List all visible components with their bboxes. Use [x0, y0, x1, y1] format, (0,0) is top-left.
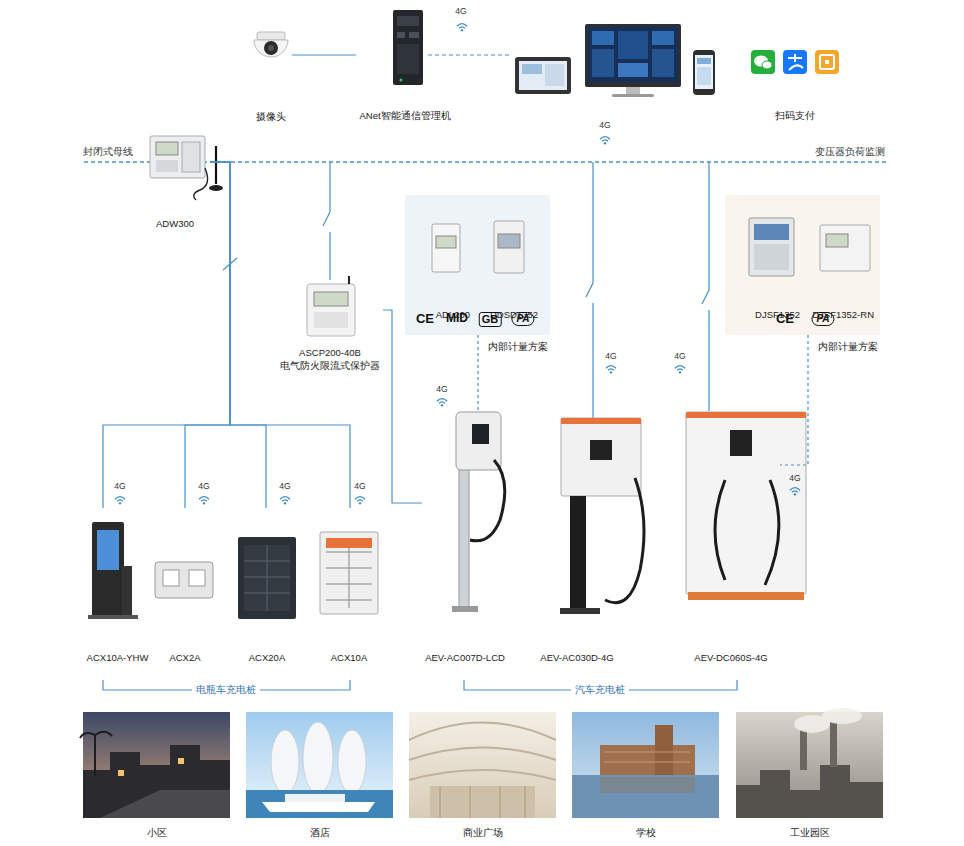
node-label: 商业广场 — [409, 826, 556, 839]
phone-icon — [693, 50, 715, 95]
signal-label: 4G — [436, 384, 447, 395]
node-label: AEV-DC060S-4G — [694, 651, 767, 664]
node-label: 电气防火限流式保护器 — [280, 359, 380, 372]
scene-node: 小区 — [83, 712, 230, 818]
network-line — [428, 54, 512, 55]
gateway-icon — [393, 10, 423, 85]
connector — [292, 54, 356, 55]
scene-photo — [246, 712, 393, 818]
node-label: 摄像头 — [256, 110, 286, 123]
annotation-label: PA — [511, 312, 534, 326]
annotation-label: 封闭式母线 — [83, 146, 133, 158]
panel-ground — [405, 195, 550, 335]
monitor-icon — [585, 24, 681, 97]
scene-node: 学校 — [572, 712, 719, 818]
device-node: 摄像头 — [250, 28, 292, 123]
signal-label: 4G — [354, 481, 365, 492]
node-label: ACX20A — [249, 651, 285, 664]
device-node: DDSD1352 — [478, 215, 540, 303]
signal-label: 4G — [198, 481, 209, 492]
device-node: ADL200 — [422, 215, 472, 303]
node-label: ASCP200-40B — [299, 346, 361, 359]
node-label: ACX10A-YHW — [87, 651, 149, 664]
scene-photo — [572, 712, 719, 818]
signal-label: 4G — [605, 351, 616, 362]
node-label: 扫码支付 — [775, 109, 815, 122]
charger-node: ACX20A — [236, 508, 298, 664]
connector — [210, 162, 350, 508]
annotation-label: GB — [479, 312, 502, 327]
scene-photo — [736, 708, 883, 818]
node-label: ANet智能通信管理机 — [359, 109, 450, 122]
connector — [780, 335, 808, 465]
annotation-label: 变压器负荷监测 — [815, 146, 885, 158]
node-label: 酒店 — [246, 826, 393, 839]
signal-label: 4G — [114, 481, 125, 492]
device-node: ASCP200-40B电气防火限流式保护器 — [277, 280, 383, 372]
signal-label: 4G — [674, 351, 685, 362]
meter-icon — [150, 136, 223, 200]
wifi-icon — [457, 24, 467, 32]
scene-photo — [80, 712, 230, 818]
node-label: AEV-AC007D-LCD — [425, 651, 505, 664]
scene-node: 商业广场 — [409, 712, 556, 818]
annotation-label: MID — [446, 311, 468, 326]
scene-photo — [409, 712, 556, 818]
charger-icon — [452, 412, 806, 614]
charger-node: ACX10A — [318, 508, 380, 664]
node-label: 学校 — [572, 826, 719, 839]
annotation-label: PA — [811, 312, 834, 326]
charger-node: ACX2A — [155, 508, 215, 664]
scene-node: 工业园区 — [736, 712, 883, 818]
device-node: ANet智能通信管理机 — [356, 8, 454, 122]
charger-node: AEV-DC060S-4G — [682, 410, 780, 664]
scene-node: 酒店 — [246, 712, 393, 818]
panel-ground — [725, 195, 880, 335]
annotation-label: CE — [776, 311, 794, 326]
meter-icon — [432, 218, 870, 276]
wifi-icons — [115, 366, 800, 505]
annotation-label: CE — [416, 311, 434, 326]
device-node: DJSF1352 — [740, 212, 802, 303]
tablet-icon — [515, 57, 571, 94]
camera-icon — [254, 32, 288, 57]
node-label: 小区 — [83, 826, 230, 839]
protector-icon — [307, 276, 355, 336]
node-label: AEV-AC030D-4G — [540, 651, 613, 664]
signal-label: 4G — [455, 6, 466, 17]
charger-node: ACX10A-YHW — [80, 508, 155, 664]
device-node: ADW300 — [140, 130, 210, 230]
node-label: 内部计量方案 — [818, 340, 878, 353]
payment-icons — [751, 50, 839, 74]
metering-panel: 内部计量方案DJSF1352DJSF1352-RN — [725, 195, 880, 335]
signal-label: 4G — [279, 481, 290, 492]
group-label: 汽车充电桩 — [571, 684, 629, 696]
device-node: DJSF1352-RN — [808, 212, 876, 303]
node-label: 工业园区 — [736, 826, 883, 839]
connector — [185, 162, 230, 508]
node-label: ACX10A — [331, 651, 367, 664]
charger-node: AEV-AC030D-4G — [537, 412, 617, 664]
group-label: 电瓶车充电桩 — [192, 684, 260, 696]
charger-node: AEV-AC007D-LCD — [422, 410, 508, 664]
charger-icon — [88, 522, 378, 619]
signal-label: 4G — [599, 120, 610, 131]
wifi-icon — [600, 137, 610, 145]
node-label: ACX2A — [169, 651, 200, 664]
feeder-lines — [223, 162, 709, 418]
signal-label: 4G — [789, 473, 800, 484]
node-label: ADW300 — [156, 217, 194, 230]
node-label: 内部计量方案 — [488, 340, 548, 353]
connector — [477, 335, 478, 410]
connector — [210, 162, 266, 508]
device-node: 扫码支付 — [745, 40, 845, 122]
connector — [383, 310, 422, 503]
connector — [103, 162, 230, 508]
